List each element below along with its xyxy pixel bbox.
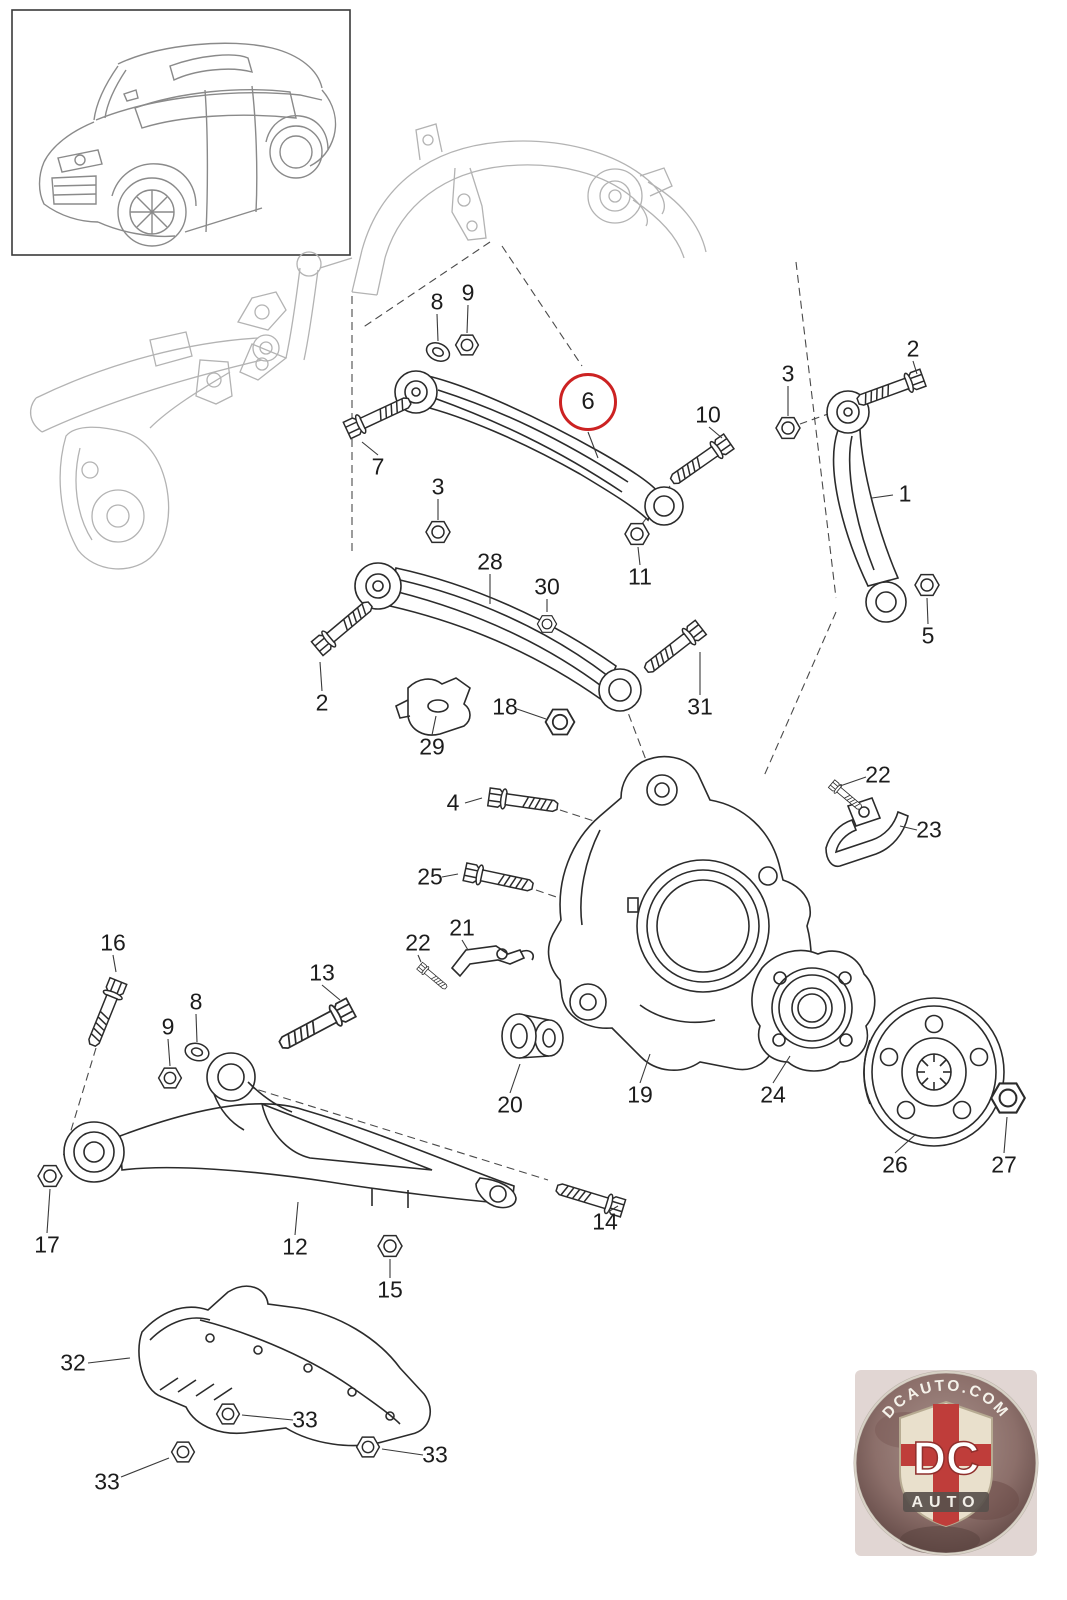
bolt-22b: [416, 961, 450, 993]
car-illustration: [38, 42, 337, 247]
logo-initials: DC: [913, 1432, 979, 1484]
dcauto-logo: DCAUTO.COM DC AUTO: [853, 1370, 1039, 1556]
nut-18: [544, 708, 576, 736]
part-28-upper-arm: [354, 562, 642, 712]
bolt-16: [82, 976, 129, 1050]
nut-9b: [157, 1067, 183, 1089]
nut-9a: [454, 334, 480, 356]
bolt-14: [553, 1177, 627, 1219]
part-29-clamp-bracket: [395, 677, 471, 736]
part-21-sensor-bracket: [450, 945, 535, 978]
bolt-25: [462, 861, 536, 897]
part-20-bushing: [501, 1013, 564, 1059]
bolt-13: [274, 996, 358, 1056]
nut-33c: [170, 1441, 196, 1463]
bolt-2b: [310, 595, 378, 658]
nut-11: [624, 522, 650, 546]
part-1-vertical-link: [826, 390, 907, 623]
part-12-lower-arm: [63, 1052, 517, 1209]
bolt-7: [342, 391, 415, 441]
bolt-4: [486, 786, 560, 818]
part-19-knuckle: [547, 755, 812, 1072]
part-32-heat-shield: [138, 1285, 432, 1447]
car-thumbnail-box: [11, 9, 351, 256]
washer-8b: [182, 1039, 212, 1065]
leader-lines: [46, 304, 1008, 1478]
fasteners: [37, 334, 1026, 1463]
bolt-31: [639, 618, 708, 679]
part-23-bracket: [825, 797, 909, 868]
bolt-2a: [853, 367, 928, 412]
nut-3a: [775, 416, 801, 440]
parts: [63, 370, 1005, 1447]
nut-3b: [425, 520, 451, 544]
nut-33b: [355, 1436, 381, 1458]
nut-30: [536, 615, 558, 633]
nut-15: [377, 1234, 403, 1258]
nut-27: [990, 1082, 1026, 1114]
washer-8a: [422, 338, 454, 366]
bolt-10: [665, 432, 736, 490]
nut-5: [914, 573, 940, 597]
part-26-wheel-hub: [863, 997, 1005, 1147]
logo-name: AUTO: [911, 1494, 980, 1511]
nut-33a: [215, 1403, 241, 1425]
nut-17: [37, 1164, 63, 1188]
part-24-wheel-bearing: [751, 949, 876, 1072]
background-context: [30, 123, 707, 570]
